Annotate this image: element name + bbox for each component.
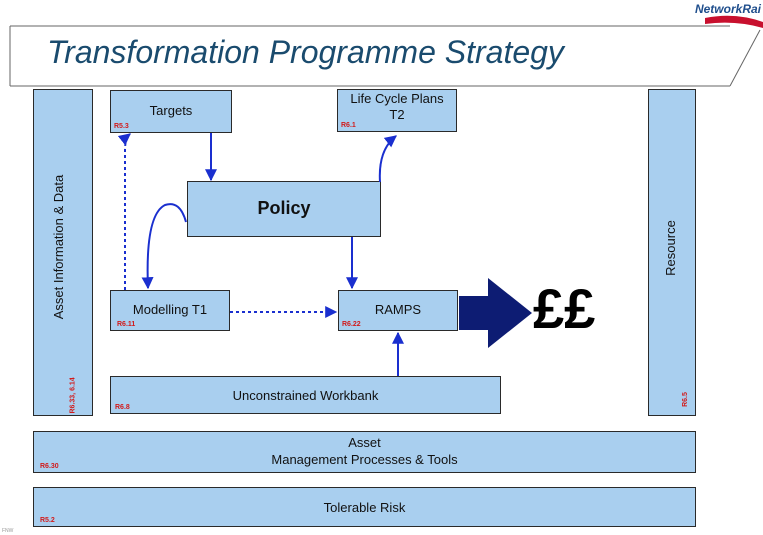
modelling-box: [110, 290, 230, 331]
asset-management-line2: Management Processes & Tools: [271, 452, 458, 467]
page-title: Transformation Programme Strategy: [47, 34, 564, 70]
footer-text: FNW: [2, 528, 14, 534]
targets-ref: R5.3: [114, 123, 129, 130]
workbank-ref: R6.8: [115, 404, 130, 411]
asset-information-column: [33, 89, 93, 416]
pound-symbol: ££: [533, 277, 596, 340]
resource-label: Resource: [663, 220, 678, 276]
policy-box: [187, 181, 381, 237]
life-cycle-ref: R6.1: [341, 122, 356, 129]
arrow-policy-to-modelling: [141, 203, 187, 290]
life-cycle-line2: T2: [389, 107, 405, 122]
ramps-box: [338, 290, 458, 331]
asset-information-ref: R6.33, 6.14: [69, 377, 77, 414]
workbank-box: [110, 376, 501, 414]
network-rail-logo: NetworkRai: [694, 2, 761, 16]
ramps-label: RAMPS: [374, 302, 422, 317]
big-output-arrow: [459, 278, 532, 348]
resource-ref: R6.5: [681, 392, 689, 407]
workbank-label: Unconstrained Workbank: [232, 388, 379, 403]
banner-right-line: [729, 29, 761, 87]
tolerable-risk-label: Tolerable Risk: [323, 500, 406, 515]
tolerable-risk-box: [33, 487, 696, 527]
life-cycle-box: [337, 89, 457, 132]
policy-label: Policy: [257, 198, 311, 218]
arrow-modelling-to-targets: [117, 133, 131, 290]
asset-management-line1: Asset: [348, 435, 381, 450]
asset-management-ref: R6.30: [40, 463, 59, 470]
modelling-label: Modelling T1: [132, 302, 208, 317]
life-cycle-line1: Life Cycle Plans: [350, 91, 444, 106]
title-banner: NetworkRai Transformation Programme Stra…: [0, 0, 763, 90]
resource-column: [648, 89, 696, 416]
targets-box: [110, 90, 232, 133]
modelling-ref: R6.11: [117, 321, 136, 328]
asset-information-label: Asset Information & Data: [51, 174, 66, 320]
arrow-policy-to-lifecycle: [378, 135, 397, 183]
asset-management-box: [33, 431, 696, 473]
targets-label: Targets: [149, 103, 193, 118]
tolerable-risk-ref: R5.2: [40, 517, 55, 524]
logo-swoosh: [705, 15, 763, 28]
ramps-ref: R6.22: [342, 321, 361, 328]
